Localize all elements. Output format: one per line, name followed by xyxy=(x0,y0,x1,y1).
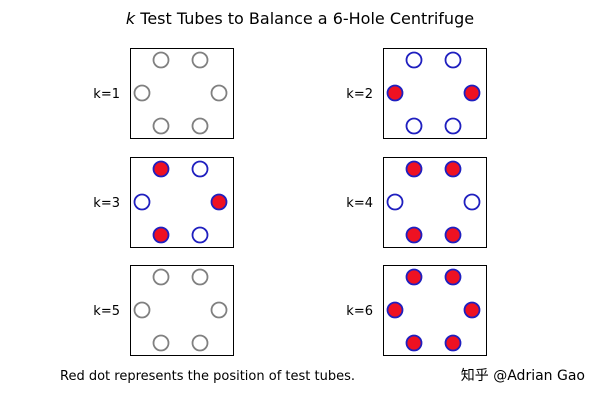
empty-hole xyxy=(152,117,170,135)
empty-hole xyxy=(405,51,423,69)
panel-label: k=1 xyxy=(93,87,120,102)
test-tube-hole xyxy=(444,160,462,178)
title-k-symbol: k xyxy=(126,9,136,28)
test-tube-hole xyxy=(405,268,423,286)
empty-hole xyxy=(191,268,209,286)
test-tube-hole xyxy=(386,84,404,102)
empty-hole xyxy=(152,51,170,69)
empty-hole xyxy=(133,84,151,102)
title-text: Test Tubes to Balance a 6-Hole Centrifug… xyxy=(135,9,474,28)
empty-hole xyxy=(191,160,209,178)
empty-hole xyxy=(191,226,209,244)
test-tube-hole xyxy=(405,160,423,178)
panel-label: k=4 xyxy=(346,196,373,211)
empty-hole xyxy=(152,334,170,352)
panel-k5: k=5 xyxy=(93,265,234,356)
empty-hole xyxy=(210,84,228,102)
panel-k3: k=3 xyxy=(93,157,234,248)
figure-title: k Test Tubes to Balance a 6-Hole Centrif… xyxy=(126,9,474,28)
empty-hole xyxy=(152,268,170,286)
test-tube-hole xyxy=(152,226,170,244)
watermark: 知乎 @Adrian Gao xyxy=(461,367,585,384)
empty-hole xyxy=(210,301,228,319)
panel-label: k=3 xyxy=(93,196,120,211)
empty-hole xyxy=(133,301,151,319)
test-tube-hole xyxy=(463,84,481,102)
panel-label: k=6 xyxy=(346,304,373,319)
empty-hole xyxy=(191,51,209,69)
test-tube-hole xyxy=(444,226,462,244)
empty-hole xyxy=(133,193,151,211)
panel-k4: k=4 xyxy=(346,157,487,248)
test-tube-hole xyxy=(210,193,228,211)
test-tube-hole xyxy=(386,301,404,319)
panel-label: k=2 xyxy=(346,87,373,102)
test-tube-hole xyxy=(152,160,170,178)
panel-k2: k=2 xyxy=(346,48,487,139)
empty-hole xyxy=(191,117,209,135)
empty-hole xyxy=(463,193,481,211)
test-tube-hole xyxy=(405,334,423,352)
empty-hole xyxy=(444,117,462,135)
empty-hole xyxy=(386,193,404,211)
test-tube-hole xyxy=(463,301,481,319)
empty-hole xyxy=(444,51,462,69)
test-tube-hole xyxy=(444,334,462,352)
test-tube-hole xyxy=(405,226,423,244)
panel-grid: k=1 k=2 k=3 k=4 k=5 k=6 xyxy=(93,48,487,356)
empty-hole xyxy=(191,334,209,352)
panel-k1: k=1 xyxy=(93,48,234,139)
empty-hole xyxy=(405,117,423,135)
test-tube-hole xyxy=(444,268,462,286)
caption: Red dot represents the position of test … xyxy=(60,369,355,384)
panel-label: k=5 xyxy=(93,304,120,319)
panel-k6: k=6 xyxy=(346,265,487,356)
